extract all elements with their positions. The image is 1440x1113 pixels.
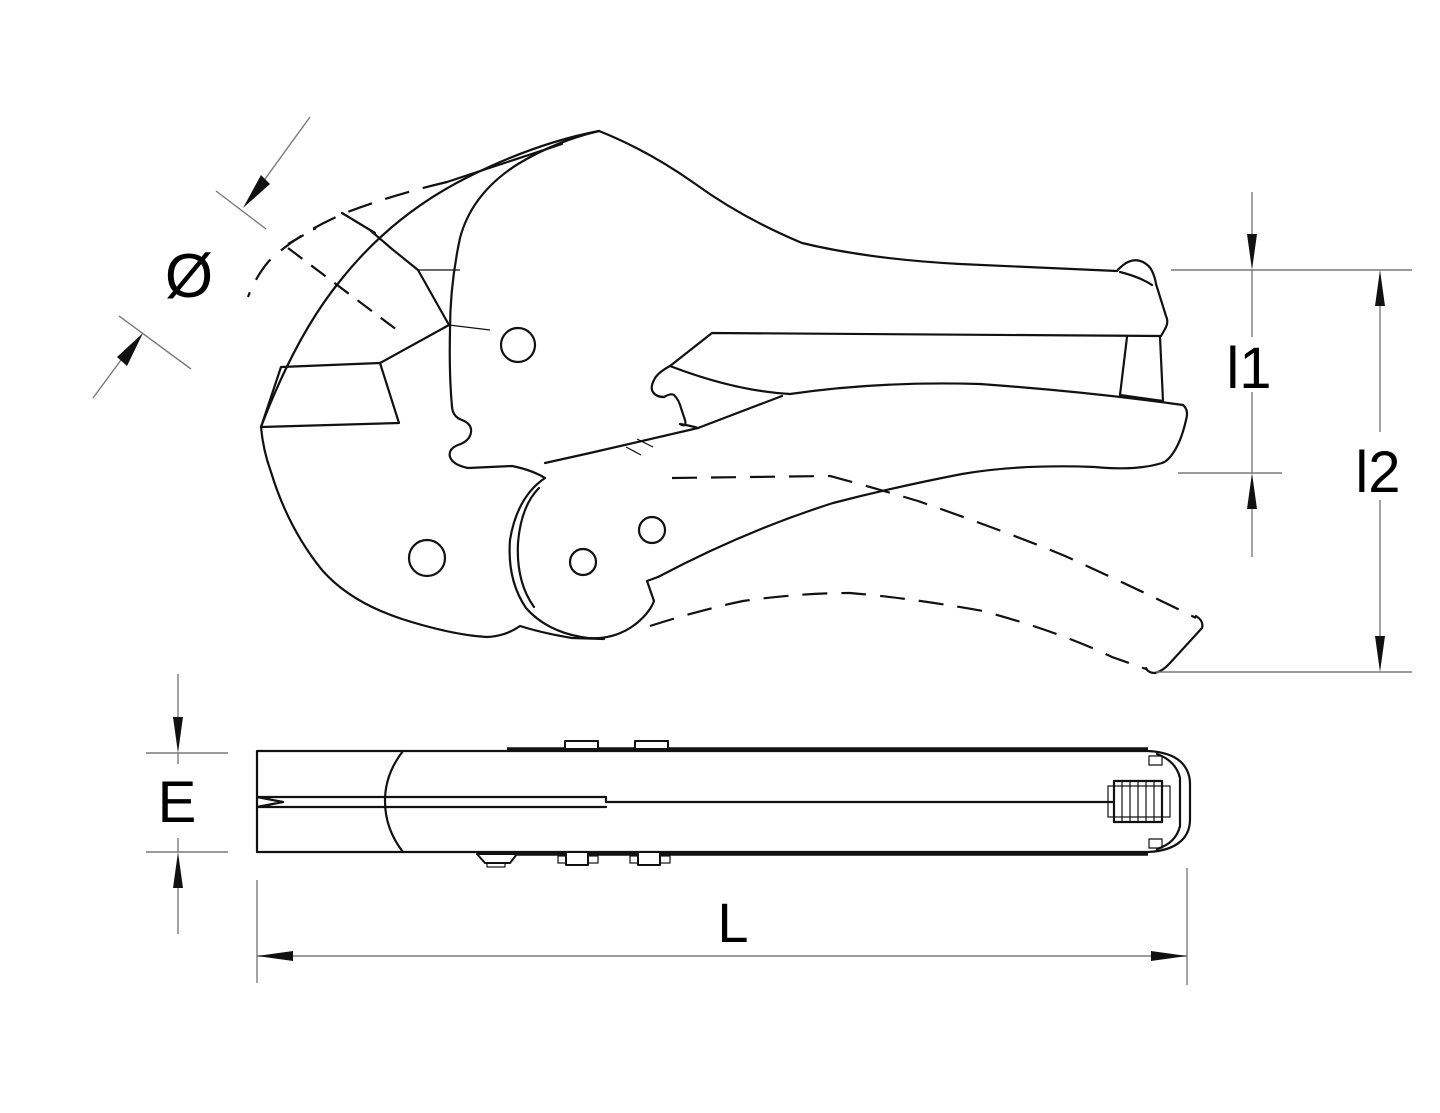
l-label: L bbox=[717, 891, 748, 954]
open-handle-bottom-dashed bbox=[649, 591, 1147, 671]
end-cap-inner bbox=[1155, 752, 1182, 851]
diameter-arrow-upper bbox=[243, 175, 270, 208]
blade-slot bbox=[255, 795, 1116, 809]
dimension-l2: l2 bbox=[1156, 270, 1412, 673]
lower-handle-tip bbox=[1160, 403, 1189, 465]
blade-outer-arc bbox=[259, 129, 601, 429]
blade-open-arc-dashed bbox=[246, 180, 448, 298]
l-arrow-left bbox=[257, 951, 293, 961]
l2-arrow-bottom bbox=[1375, 636, 1385, 672]
pivot-lobe-inner-arc bbox=[516, 486, 541, 609]
diameter-arrow-lower bbox=[117, 333, 143, 366]
blade-facet-edges bbox=[340, 211, 451, 365]
body-bottom-outline bbox=[259, 425, 606, 641]
bottom-clip-2 bbox=[637, 851, 661, 866]
l1-label: l1 bbox=[1226, 336, 1271, 401]
jaw-inner-arc bbox=[448, 129, 601, 409]
e-label: E bbox=[158, 770, 197, 835]
trigger-pawl bbox=[650, 364, 700, 430]
handle-tip-bump bbox=[1115, 259, 1169, 338]
diameter-leader-upper bbox=[264, 116, 311, 180]
open-handle-top-dashed bbox=[671, 474, 1197, 619]
handle-link bbox=[1118, 335, 1165, 403]
diameter-tick-lower bbox=[118, 315, 192, 370]
dimension-diameter: Ø bbox=[92, 116, 311, 399]
end-cap-tabs bbox=[1148, 755, 1163, 849]
rivet-hole-4 bbox=[637, 515, 667, 545]
side-outline bbox=[255, 749, 1192, 854]
rivet-hole-2 bbox=[407, 538, 447, 578]
main-view bbox=[246, 129, 1204, 675]
l2-label: l2 bbox=[1355, 440, 1400, 505]
dimension-e: E bbox=[146, 674, 228, 934]
bottom-latch-step bbox=[486, 862, 506, 868]
bottom-latch bbox=[476, 853, 518, 864]
dimension-l1: l1 bbox=[1171, 192, 1412, 557]
l-arrow-right bbox=[1151, 951, 1187, 961]
blade-open-facet-dashed-1 bbox=[287, 227, 317, 245]
top-tab-1 bbox=[564, 740, 599, 750]
blade-facet-lower bbox=[259, 361, 401, 429]
top-tab-2 bbox=[634, 740, 669, 750]
body-top-curve bbox=[597, 129, 1119, 273]
rivet-hole-1 bbox=[499, 326, 537, 364]
lower-handle-top bbox=[668, 364, 1185, 407]
pawl-ticks bbox=[625, 438, 654, 456]
e-arrow-top bbox=[173, 717, 183, 753]
ratchet-hatching bbox=[1121, 781, 1155, 822]
blade-open-facet-dashed-2 bbox=[287, 247, 398, 331]
open-handle-tip bbox=[1144, 614, 1204, 675]
l1-arrow-top bbox=[1247, 234, 1257, 270]
handle-underside bbox=[668, 331, 1163, 368]
blade-open-tangent bbox=[445, 142, 564, 184]
e-arrow-bottom bbox=[173, 852, 183, 888]
rivet-hole-3 bbox=[568, 547, 598, 577]
diameter-label: Ø bbox=[165, 242, 213, 311]
l2-arrow-top bbox=[1375, 270, 1385, 306]
jaw-boundary-arc bbox=[383, 749, 405, 854]
handle-tip-inner-line bbox=[1118, 270, 1154, 287]
diameter-tick-upper bbox=[215, 190, 267, 230]
ratchet-plate bbox=[1107, 785, 1171, 818]
jaw-inner-foot bbox=[448, 405, 547, 480]
blade-facet-ticks bbox=[418, 269, 491, 331]
side-view bbox=[255, 740, 1192, 868]
lower-handle-bottom bbox=[656, 461, 1164, 579]
pivot-lobe bbox=[508, 476, 660, 640]
dimension-l: L bbox=[256, 868, 1188, 985]
pawl-diagonal bbox=[543, 394, 784, 465]
diameter-leader-lower bbox=[92, 359, 122, 399]
bottom-clip-1 bbox=[565, 851, 589, 866]
l1-arrow-bottom bbox=[1247, 473, 1257, 509]
